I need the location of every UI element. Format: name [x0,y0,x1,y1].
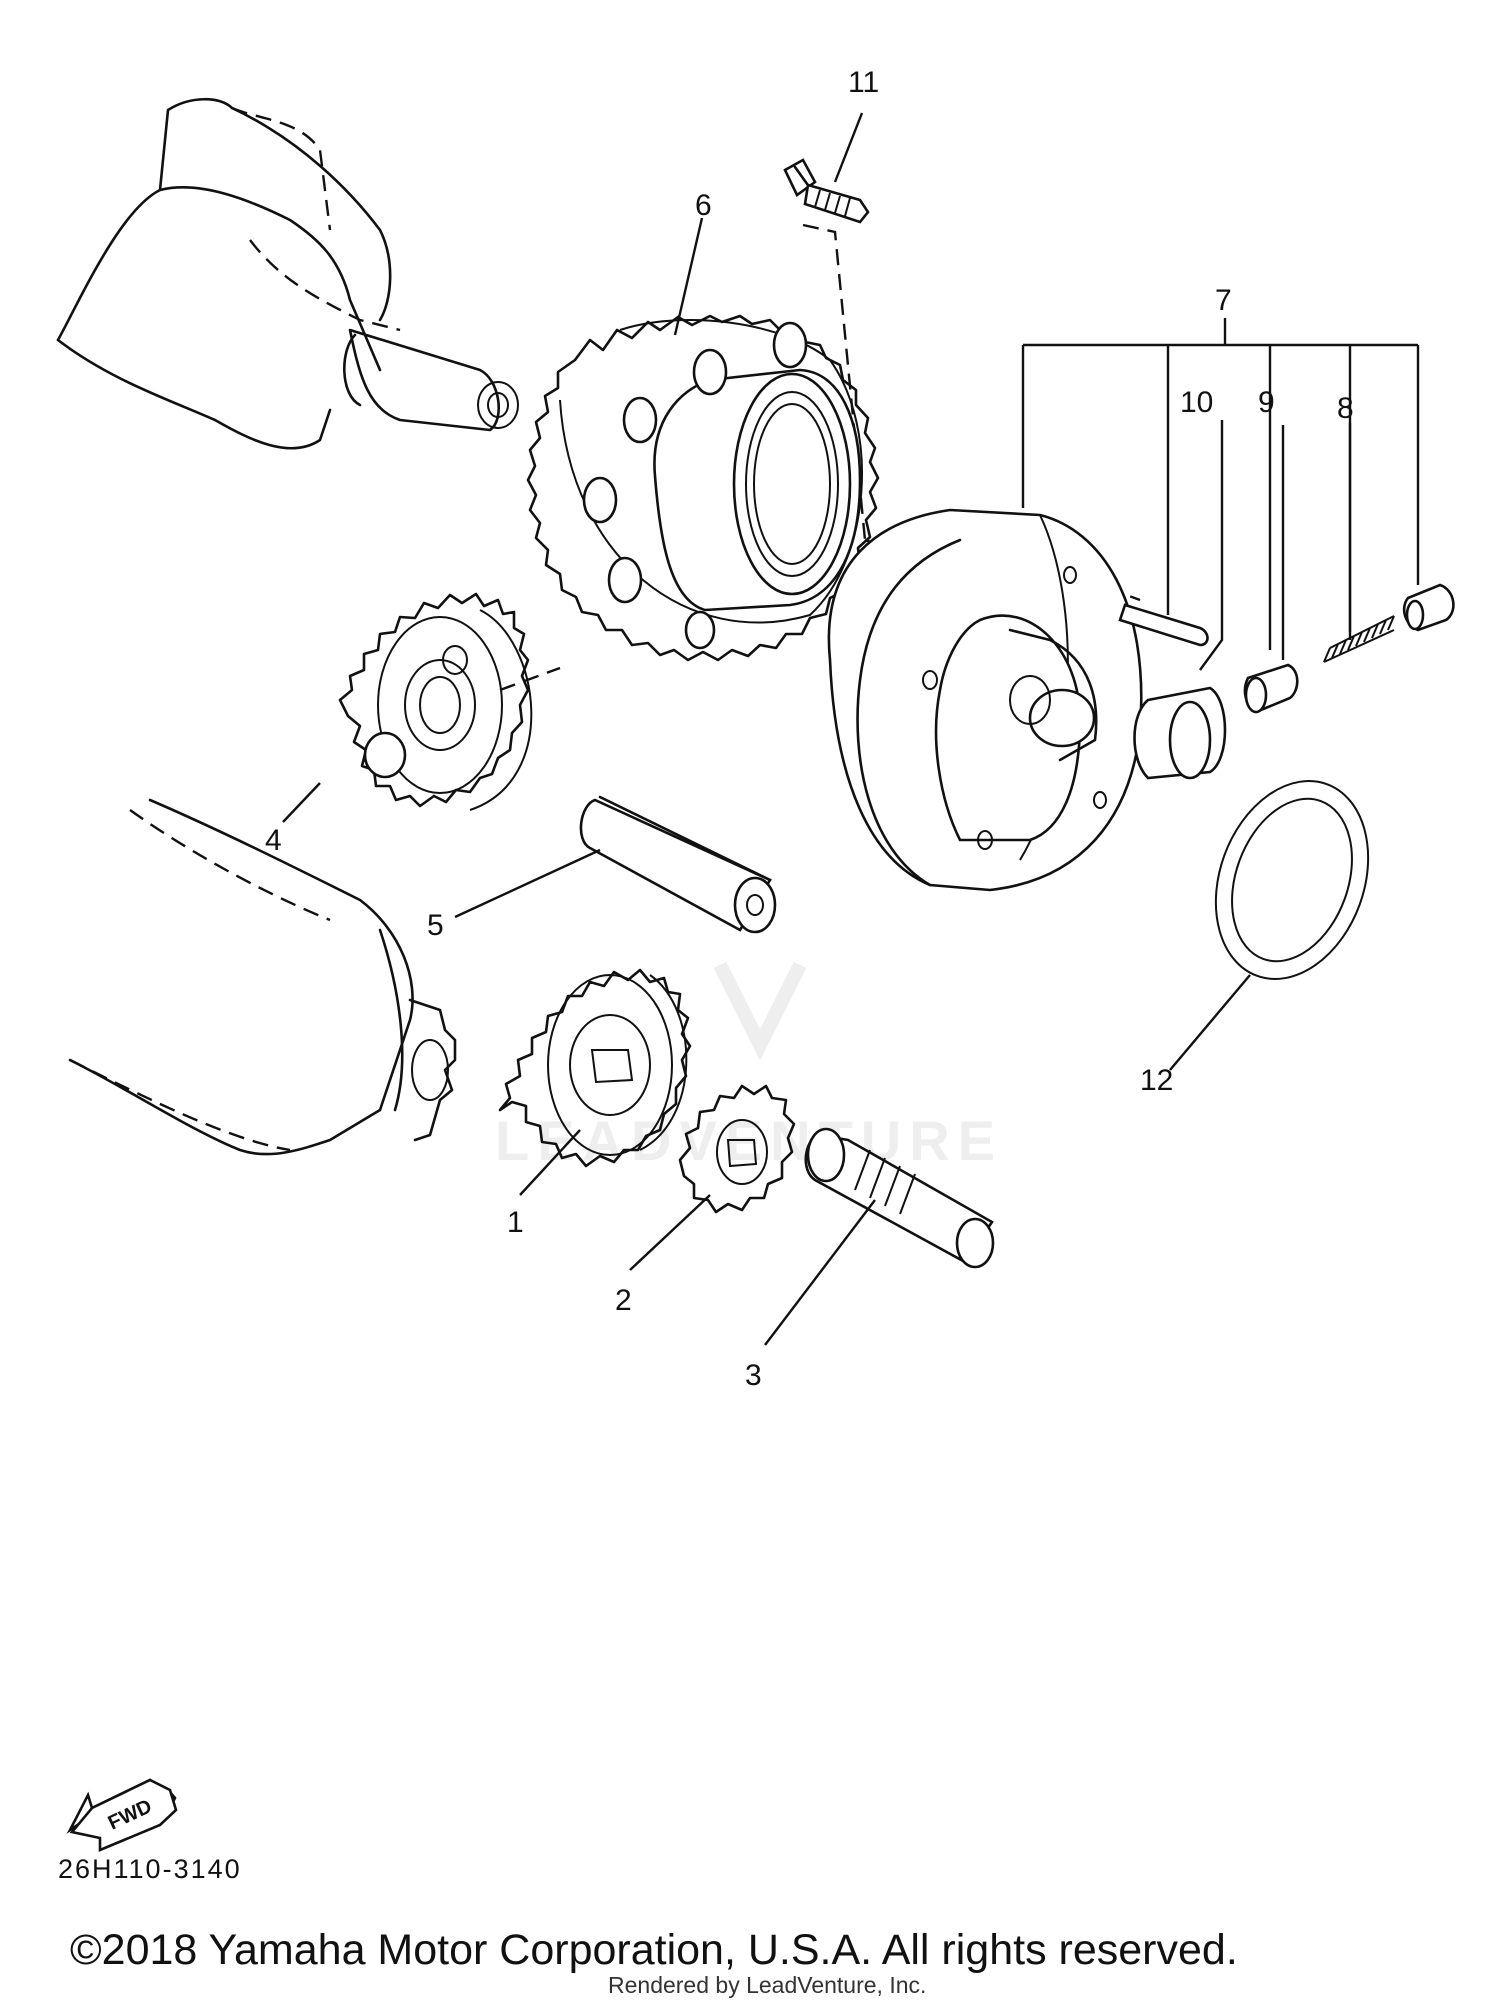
callout-labels: 1 2 3 4 5 6 7 8 9 10 11 12 [265,66,1354,1392]
callout-6: 6 [695,189,712,222]
callout-7: 7 [1215,284,1232,317]
callout-10: 10 [1180,386,1213,419]
leader-lines [282,112,1352,1346]
clutch-assembly-part-7 [827,508,1143,892]
callout-2: 2 [615,1284,632,1317]
gear-part-1 [498,968,692,1168]
shaft-part-5 [579,795,777,934]
callout-11: 11 [848,66,879,99]
rendered-by-note: Rendered by LeadVenture, Inc. [608,1972,927,1998]
callout-9: 9 [1258,386,1275,419]
idler-gear-part-4 [338,592,533,811]
callout-12: 12 [1140,1064,1173,1097]
crankshaft [56,97,519,450]
fwd-arrow-icon: FWD [66,1778,178,1852]
small-gear-part-2 [678,1084,796,1214]
callout-bracket-7 [1021,318,1420,650]
diagram-code: 26H110-3140 [58,1854,242,1884]
callout-1: 1 [507,1206,524,1239]
large-gear-part-6 [526,314,880,662]
callout-5: 5 [427,909,444,942]
spring-part-8 [1323,615,1395,663]
splined-shaft-part-3 [804,1127,995,1269]
bolt-part-11 [783,158,870,224]
copyright-notice: ©2018 Yamaha Motor Corporation, U.S.A. A… [70,1926,1238,1974]
roller [1133,686,1227,780]
starter-motor [68,798,457,1156]
washer-part-12 [1214,780,1370,980]
spring-cap [1402,583,1455,632]
callout-4: 4 [265,824,282,857]
callout-8: 8 [1337,392,1354,425]
callout-3: 3 [745,1359,762,1392]
plunger-part-9 [1243,663,1299,714]
pin-part-10 [1118,603,1209,647]
